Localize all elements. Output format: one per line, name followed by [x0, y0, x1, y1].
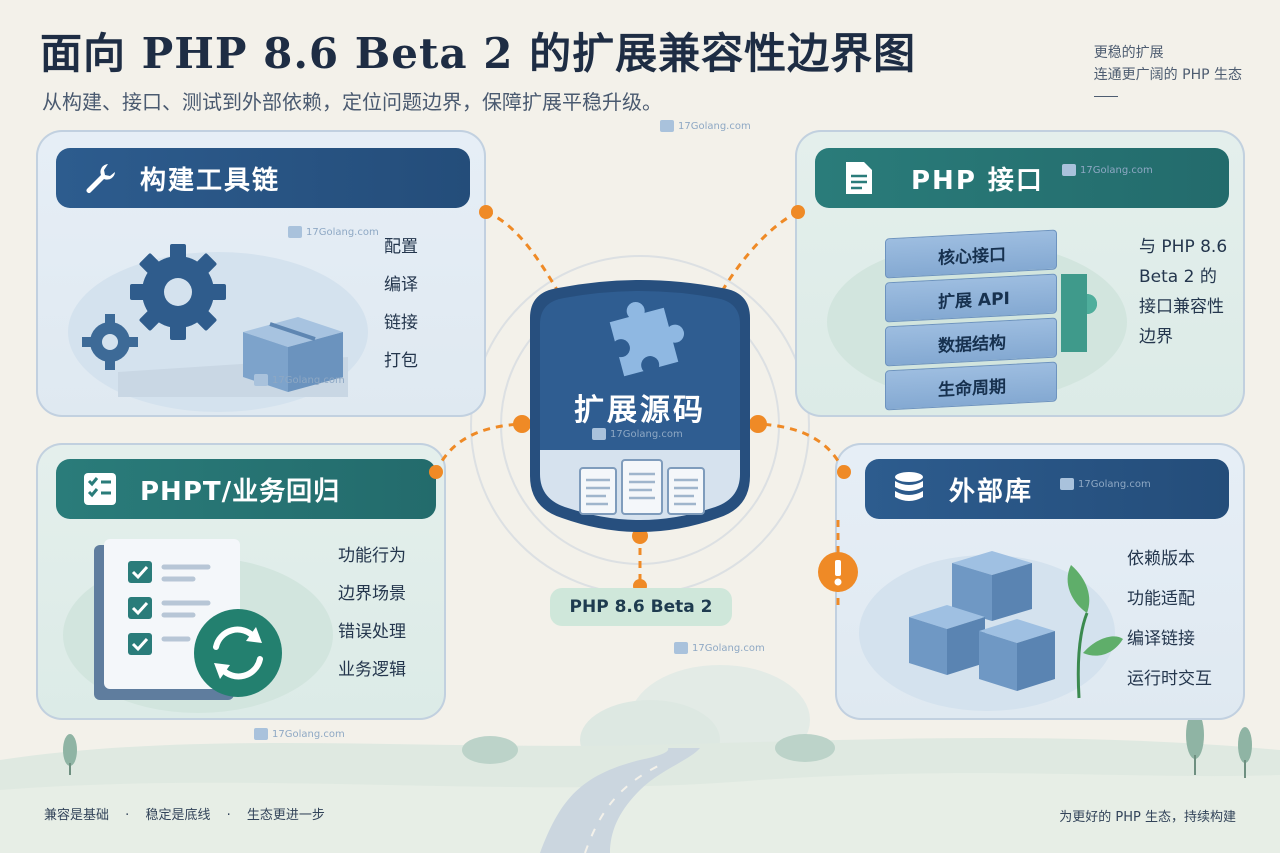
footer-left: 兼容是基础 · 稳定是底线 · 生态更进一步 [44, 804, 325, 823]
checklist-icon [72, 472, 128, 506]
watermark-7: 17Golang.com [674, 642, 765, 654]
build-item-configure: 配置 [384, 237, 418, 257]
panel-build-toolchain: 构建工具链 [36, 130, 486, 417]
center-label: 扩展源码 [574, 393, 706, 428]
external-item-feature-adaptation: 功能适配 [1127, 589, 1195, 609]
interface-note: 与 PHP 8.6 Beta 2 的 接口兼容性 边界 [1139, 232, 1227, 352]
interface-note-line-4: 边界 [1139, 327, 1173, 347]
external-item-runtime-interaction: 运行时交互 [1127, 669, 1212, 689]
panel-php-interface: PHP 接口 核心接口 扩展 API 数据结构 生命周期 与 PHP 8.6 B… [795, 130, 1245, 417]
connector-dot-version [632, 528, 648, 544]
watermark-4: 17Golang.com [1062, 164, 1153, 176]
banner-build-toolchain: 构建工具链 [56, 148, 470, 208]
warning-icon [818, 552, 858, 592]
test-item-function-behavior: 功能行为 [338, 546, 406, 566]
watermark-2: 17Golang.com [288, 226, 379, 238]
watermark-1: 17Golang.com [660, 120, 751, 132]
tagline-divider [1093, 96, 1118, 97]
footer-separator-1: · [125, 808, 130, 823]
cubes-and-plant-illustration [859, 551, 1123, 711]
test-checklist-illustration [63, 539, 333, 713]
watermark-5: 17Golang.com [592, 428, 683, 440]
test-item-edge-cases: 边界场景 [338, 584, 406, 604]
page-subtitle: 从构建、接口、测试到外部依赖，定位问题边界，保障扩展平稳升级。 [42, 90, 662, 114]
watermark-6: 17Golang.com [1060, 478, 1151, 490]
panel-external-libs: 外部库 依赖版本 功能适配 编译链接 运行时交互 [835, 443, 1245, 720]
build-item-link: 链接 [384, 313, 418, 333]
connector-dot-external-center [749, 415, 767, 433]
page-title: 面向 PHP 8.6 Beta 2 的扩展兼容性边界图 [40, 29, 917, 78]
interface-note-line-2: Beta 2 的 [1139, 267, 1217, 287]
version-badge: PHP 8.6 Beta 2 [550, 588, 732, 626]
gears-and-box-illustration [68, 244, 368, 412]
database-icon [881, 471, 937, 507]
watermark-8: 17Golang.com [254, 728, 345, 740]
build-toolchain-title: 构建工具链 [140, 165, 281, 196]
phpt-regression-list: 功能行为 边界场景 错误处理 业务逻辑 [338, 537, 406, 689]
panel-phpt-regression: PHPT/业务回归 功能行为 边界场景 [36, 443, 446, 720]
extension-source-shield [530, 280, 750, 532]
tagline: 更稳的扩展 连通更广阔的 PHP 生态 [1093, 42, 1242, 97]
connector-dot-tests [429, 465, 443, 479]
build-item-compile: 编译 [384, 275, 418, 295]
phpt-regression-title: PHPT/业务回归 [140, 476, 341, 507]
test-item-business-logic: 业务逻辑 [338, 660, 406, 680]
banner-phpt-regression: PHPT/业务回归 [56, 459, 436, 519]
interface-note-line-1: 与 PHP 8.6 [1139, 237, 1228, 257]
tagline-line-1: 更稳的扩展 [1093, 45, 1164, 61]
connector-dot-build [479, 205, 493, 219]
interface-note-line-3: 接口兼容性 [1139, 297, 1224, 317]
footer-right: 为更好的 PHP 生态，持续构建 [1059, 810, 1236, 825]
external-libs-list: 依赖版本 功能适配 编译链接 运行时交互 [1127, 539, 1212, 699]
banner-php-interface: PHP 接口 [815, 148, 1229, 208]
connector-dot-interface [791, 205, 805, 219]
footer-motto-3: 生态更进一步 [246, 808, 325, 823]
php-interface-title: PHP 接口 [911, 165, 1044, 196]
build-item-package: 打包 [384, 351, 418, 371]
test-item-error-handling: 错误处理 [338, 622, 406, 642]
footer-separator-2: · [226, 808, 231, 823]
connector-dot-external [837, 465, 851, 479]
document-icon [831, 160, 887, 196]
watermark-3: 17Golang.com [254, 374, 345, 386]
puzzle-connector-icon [1061, 274, 1097, 352]
banner-external-libs: 外部库 [865, 459, 1229, 519]
footer-motto-2: 稳定是底线 [145, 808, 211, 823]
build-toolchain-list: 配置 编译 链接 打包 [384, 228, 418, 380]
external-libs-title: 外部库 [949, 476, 1034, 507]
external-item-dependency-version: 依赖版本 [1127, 549, 1195, 569]
footer-motto-1: 兼容是基础 [44, 808, 110, 823]
tagline-line-2: 连通更广阔的 PHP 生态 [1093, 67, 1242, 83]
connector-dot-tests-center [513, 415, 531, 433]
external-item-compile-link: 编译链接 [1127, 629, 1195, 649]
wrench-icon [72, 160, 128, 196]
